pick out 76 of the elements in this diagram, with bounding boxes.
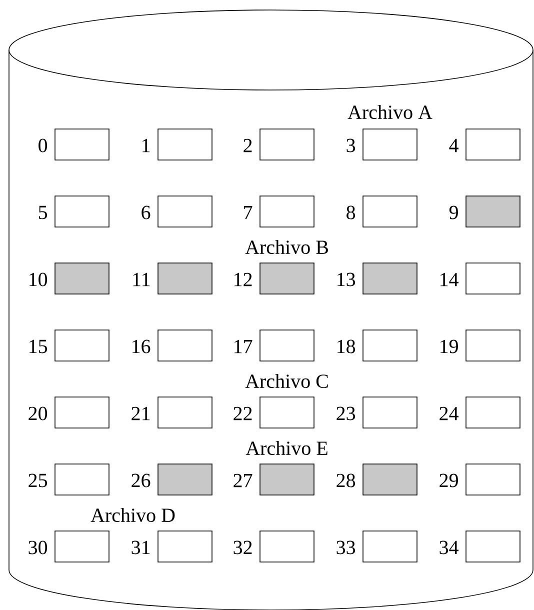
block-number: 21 (132, 406, 150, 420)
block-number: 7 (244, 206, 252, 220)
block-number: 14 (440, 272, 458, 286)
block-number: 5 (38, 206, 48, 220)
block-number: 0 (38, 138, 48, 152)
block-number: 11 (133, 272, 150, 286)
storage-block (54, 262, 110, 294)
block-number: 9 (449, 206, 458, 220)
storage-block (54, 330, 110, 362)
block-number: 16 (132, 340, 150, 354)
storage-block (362, 196, 418, 228)
block-number: 25 (28, 474, 48, 488)
block-number: 6 (142, 206, 150, 220)
block-number: 33 (336, 540, 356, 554)
storage-block (260, 396, 314, 428)
storage-block (158, 530, 212, 562)
block-number: 15 (30, 340, 48, 354)
block-number: 13 (338, 272, 356, 286)
block-number: 2 (244, 138, 252, 152)
block-number: 29 (440, 474, 458, 488)
cylinder-drawing (8, 10, 534, 610)
block-number: 23 (336, 406, 356, 420)
block-number: 27 (234, 474, 252, 488)
storage-block (260, 330, 314, 362)
storage-block (362, 464, 418, 496)
storage-block (466, 464, 520, 496)
storage-block (260, 128, 314, 160)
block-number: 12 (234, 272, 252, 286)
storage-block (362, 396, 418, 428)
storage-block (362, 262, 418, 294)
storage-block (466, 530, 520, 562)
block-number: 22 (234, 406, 252, 420)
storage-block (54, 196, 110, 228)
storage-block (260, 196, 314, 228)
block-number: 1 (142, 138, 150, 152)
block-number: 3 (346, 138, 356, 152)
storage-block (158, 396, 212, 428)
storage-block (158, 330, 212, 362)
block-number: 4 (449, 138, 458, 152)
block-number: 31 (132, 540, 150, 554)
storage-block (54, 396, 110, 428)
storage-block (362, 330, 418, 362)
storage-block (362, 530, 418, 562)
block-number: 20 (28, 406, 48, 420)
storage-block (158, 128, 212, 160)
storage-block (466, 262, 520, 294)
storage-block (158, 464, 212, 496)
storage-block (54, 464, 110, 496)
file-label: Archivo E (246, 440, 328, 456)
storage-block (260, 262, 314, 294)
storage-block (158, 196, 212, 228)
block-number: 18 (338, 340, 356, 354)
storage-block (466, 128, 520, 160)
block-number: 24 (440, 406, 458, 420)
storage-block (466, 330, 520, 362)
storage-block (362, 128, 418, 160)
block-number: 28 (336, 474, 356, 488)
storage-block (466, 396, 520, 428)
file-label: Archivo C (245, 374, 328, 388)
file-label: Archivo A (348, 104, 432, 120)
block-number: 26 (132, 474, 150, 488)
block-number: 32 (234, 540, 252, 554)
storage-block (54, 128, 110, 160)
storage-block (260, 464, 314, 496)
file-label: Archivo B (245, 240, 328, 254)
block-number: 34 (440, 540, 458, 554)
block-number: 8 (346, 206, 356, 220)
storage-block (466, 196, 520, 228)
storage-block (54, 530, 110, 562)
file-label: Archivo D (90, 508, 175, 522)
storage-block (158, 262, 212, 294)
block-number: 10 (30, 272, 48, 286)
block-number: 30 (28, 540, 48, 554)
storage-block (260, 530, 314, 562)
block-number: 17 (234, 340, 252, 354)
block-number: 19 (440, 340, 458, 354)
